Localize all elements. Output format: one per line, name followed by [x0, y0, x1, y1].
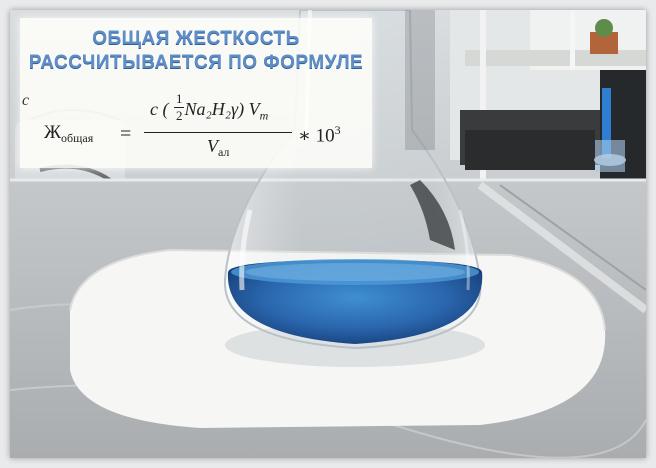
title-line-1: ОБЩАЯ ЖЕСТКОСТЬ — [92, 28, 300, 49]
numerator-sub: m — [259, 108, 269, 123]
formula-equals: = — [120, 123, 132, 145]
half-denominator: 2 — [176, 108, 183, 123]
multiplier-text: ∗ 10 — [298, 125, 335, 147]
title-line-2: РАССЧИТЫВАЕТСЯ ПО ФОРМУЛЕ — [28, 52, 364, 73]
lhs-subscript: общая — [61, 131, 94, 145]
formula-numerator: c ( Na₂H₂γ) Vm — [150, 99, 268, 124]
half-fraction-bar — [174, 107, 184, 108]
partial-letter: c — [22, 92, 30, 109]
formula-fraction-bar — [144, 132, 292, 133]
denominator-sub: ал — [218, 145, 230, 159]
lhs-symbol: Ж — [44, 122, 62, 143]
denominator-symbol: V — [207, 136, 218, 156]
formula-lhs: Жобщая — [44, 122, 93, 146]
formula-overlay: ОБЩАЯ ЖЕСТКОСТЬ РАССЧИТЫВАЕТСЯ ПО ФОРМУЛ… — [20, 18, 372, 168]
formula-denominator: Vал — [207, 136, 229, 160]
numerator-rest: Na₂H₂γ) V — [184, 99, 260, 119]
multiplier-exponent: 3 — [334, 123, 341, 137]
photo-frame: ОБЩАЯ ЖЕСТКОСТЬ РАССЧИТЫВАЕТСЯ ПО ФОРМУЛ… — [10, 10, 646, 458]
numerator-prefix: c ( — [150, 99, 169, 119]
half-numerator: 1 — [176, 91, 183, 106]
formula-multiplier: ∗ 103 — [298, 123, 341, 147]
